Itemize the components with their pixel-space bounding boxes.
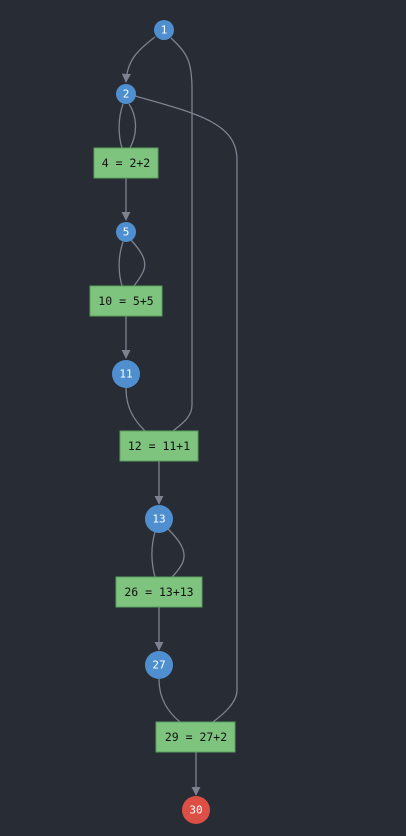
node-label: 27	[152, 659, 165, 672]
operation-label: 29 = 27+2	[165, 730, 227, 744]
operation-10: 10 = 5+5	[89, 285, 163, 317]
edge-2-to-4-left	[118, 103, 124, 149]
node-13: 13	[145, 505, 173, 533]
node-30: 30	[182, 796, 210, 824]
node-1: 1	[154, 20, 174, 40]
node-label: 30	[189, 804, 202, 817]
operation-label: 12 = 11+1	[128, 439, 190, 453]
edge-1-to-2	[121, 36, 156, 83]
edge-11-to-12	[125, 387, 146, 432]
node-label: 2	[123, 88, 130, 101]
operation-12: 12 = 11+1	[119, 430, 199, 462]
edge-13-to-26-left	[151, 531, 156, 578]
node-2: 2	[116, 84, 136, 104]
node-11: 11	[112, 360, 140, 388]
edge-5-to-10-left	[118, 241, 124, 287]
node-27: 27	[145, 651, 173, 679]
edges	[118, 36, 238, 796]
edge-2-to-4-right	[128, 103, 137, 149]
edge-1-to-12	[170, 37, 193, 432]
node-label: 13	[152, 513, 165, 526]
operation-label: 4 = 2+2	[102, 156, 150, 170]
operation-4: 4 = 2+2	[93, 147, 159, 179]
edge-27-to-29	[158, 678, 181, 723]
operation-label: 26 = 13+13	[124, 585, 193, 599]
operation-label: 10 = 5+5	[98, 294, 153, 308]
value-nodes: 1 2 5 11 13 27 30	[112, 20, 210, 824]
edge-5-to-10-right	[130, 239, 146, 287]
node-label: 11	[119, 368, 132, 381]
node-5: 5	[116, 222, 136, 242]
edge-13-to-26-right	[167, 528, 185, 578]
node-label: 5	[123, 226, 130, 239]
node-label: 1	[161, 24, 168, 37]
operation-boxes: 4 = 2+2 10 = 5+5 12 = 11+1 26 = 13+13 29…	[89, 147, 236, 753]
edge-2-to-29	[134, 95, 238, 723]
operation-29: 29 = 27+2	[155, 721, 236, 753]
operation-26: 26 = 13+13	[115, 576, 203, 608]
